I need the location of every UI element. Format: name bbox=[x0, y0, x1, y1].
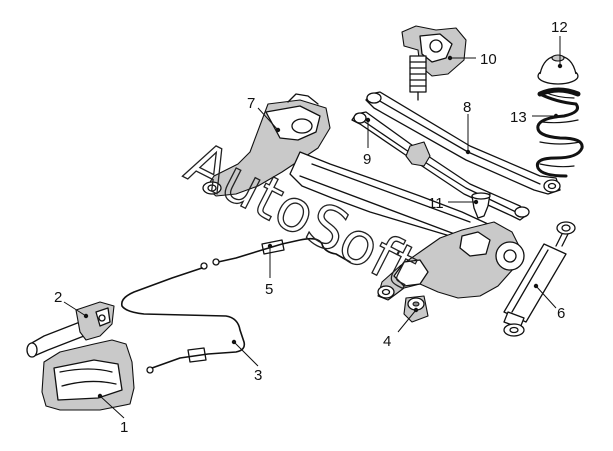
leader-lines bbox=[63, 36, 563, 419]
callout-1: 1 bbox=[120, 419, 128, 436]
lever-bracket-boot bbox=[41, 339, 135, 411]
callout-9: 9 bbox=[363, 151, 371, 168]
handbrake-cable-right bbox=[212, 237, 351, 266]
callout-6: 6 bbox=[557, 305, 565, 322]
callout-5: 5 bbox=[265, 281, 273, 298]
height-sensor bbox=[401, 25, 467, 101]
bump-stop bbox=[471, 192, 491, 219]
panhard-rod bbox=[365, 91, 561, 195]
callout-13: 13 bbox=[510, 109, 527, 126]
callout-11: 11 bbox=[428, 195, 444, 212]
callout-3: 3 bbox=[254, 367, 262, 384]
rear-axle-beam bbox=[202, 93, 525, 301]
callout-labels: 1 2 3 4 5 6 7 8 9 10 11 12 13 bbox=[54, 19, 568, 436]
handbrake-lever bbox=[26, 301, 115, 358]
callout-4: 4 bbox=[383, 333, 391, 350]
callout-10: 10 bbox=[480, 51, 497, 68]
shock-absorber bbox=[503, 221, 576, 337]
coil-spring bbox=[535, 87, 584, 178]
callout-7: 7 bbox=[247, 95, 255, 112]
spring-upper-seat bbox=[537, 54, 579, 85]
callout-2: 2 bbox=[54, 289, 62, 306]
callout-12: 12 bbox=[551, 19, 568, 36]
callout-8: 8 bbox=[463, 99, 471, 116]
handbrake-cable-left bbox=[120, 262, 246, 374]
